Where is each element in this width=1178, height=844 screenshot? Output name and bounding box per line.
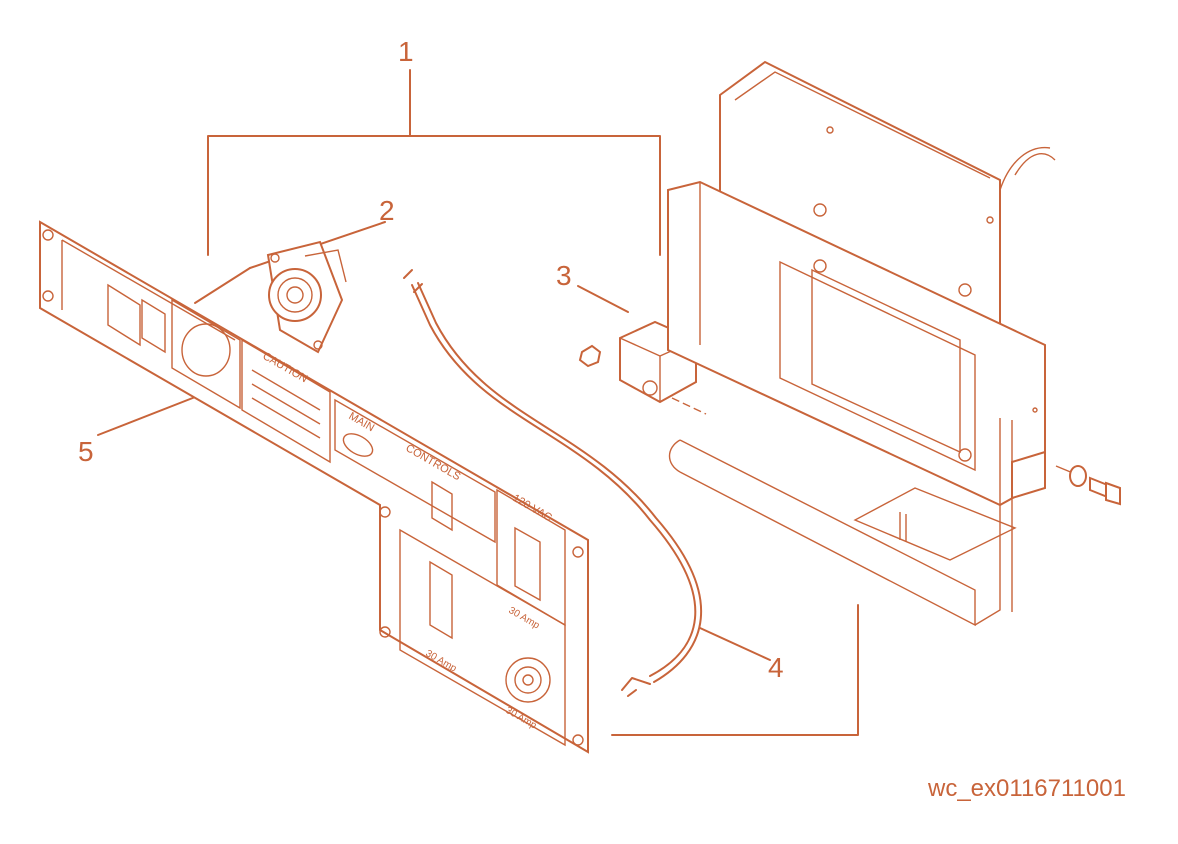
wire-lead-part	[403, 269, 703, 697]
callout-2: 2	[379, 195, 395, 226]
bolt-washer	[1069, 465, 1121, 506]
generator-frame	[667, 60, 1056, 627]
callout-3: 3	[556, 260, 572, 291]
callout-4: 4	[768, 652, 784, 683]
callout-1: 1	[398, 36, 414, 67]
receptacle-part	[266, 240, 347, 354]
callout-5: 5	[78, 436, 94, 467]
figure-id: wc_ex0116711001	[928, 775, 1126, 802]
